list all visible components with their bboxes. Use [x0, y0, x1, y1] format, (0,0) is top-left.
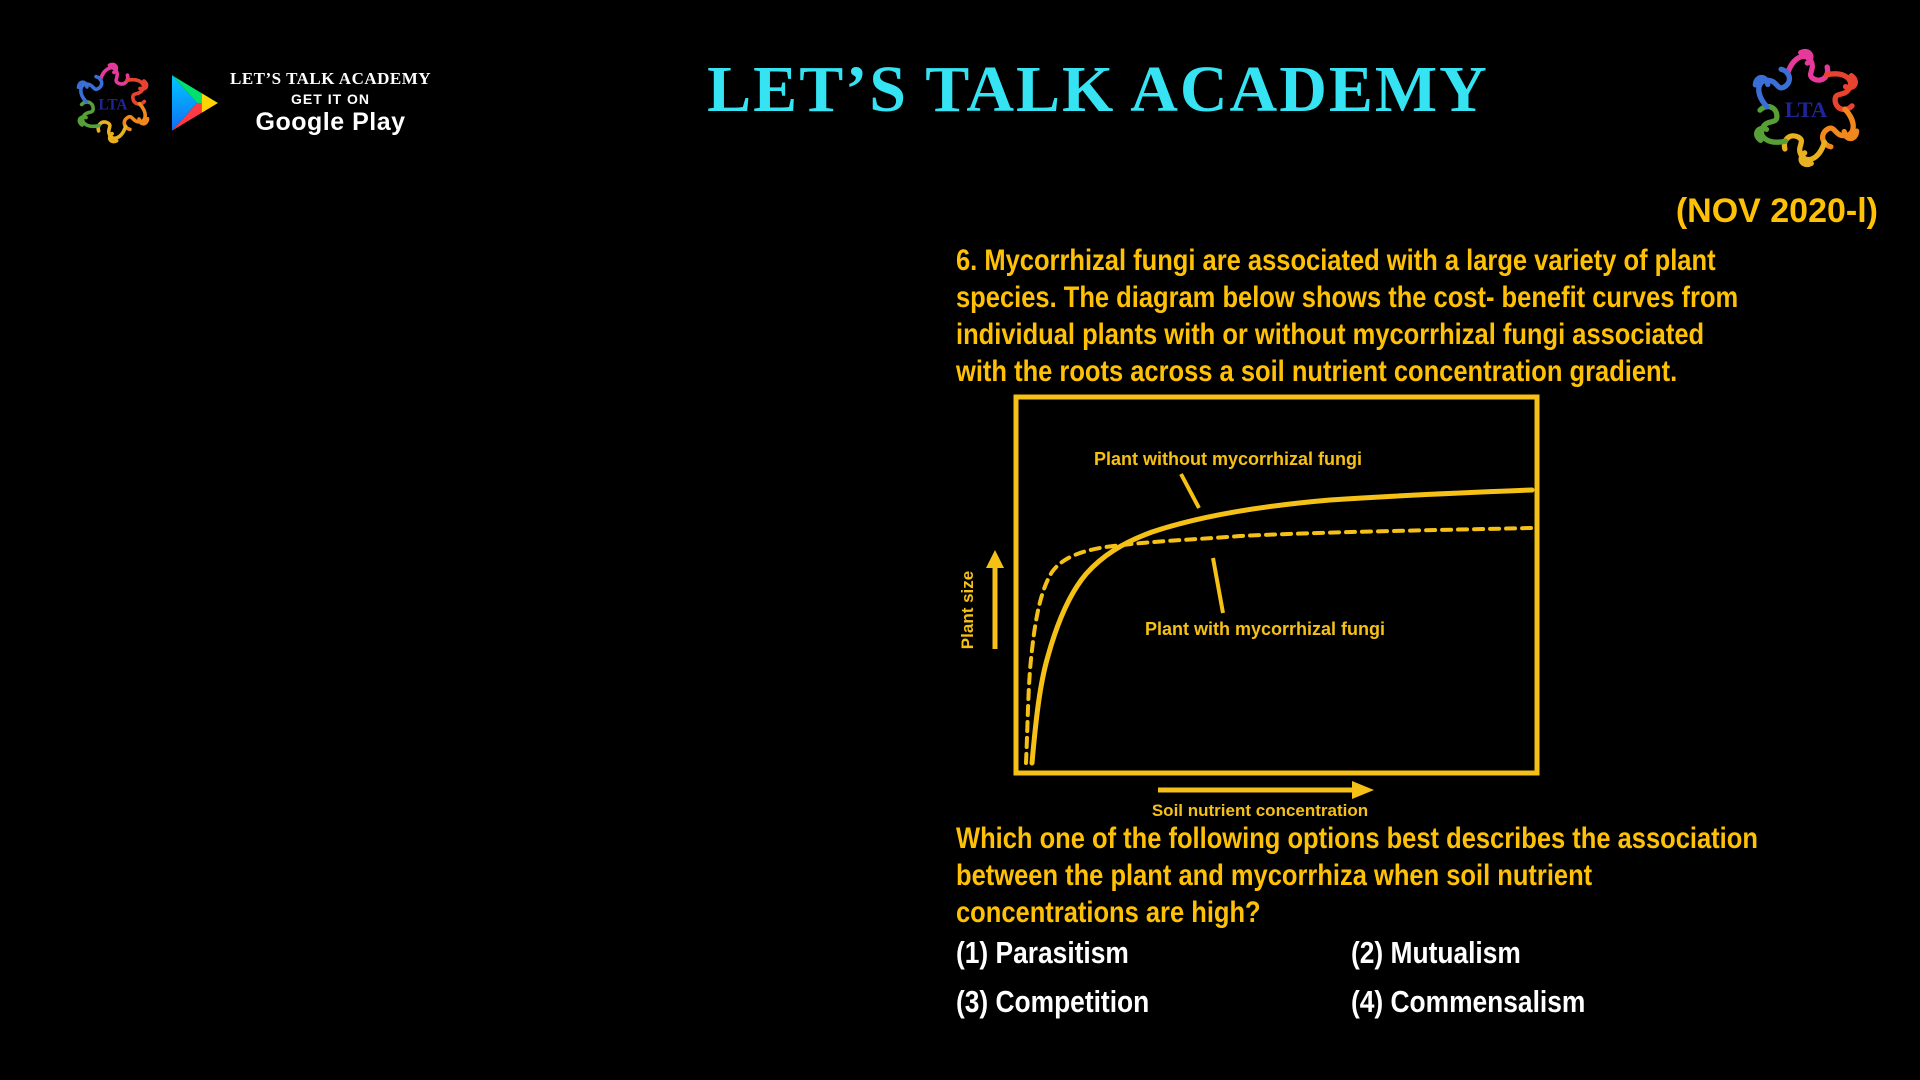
option-4: (4) Commensalism: [1351, 984, 1586, 1019]
option-1: (1) Parasitism: [956, 935, 1129, 970]
label-with-fungi: Plant with mycorrhizal fungi: [1145, 619, 1385, 639]
options-grid: (1) Parasitism (2) Mutualism (3) Competi…: [956, 934, 1627, 1021]
google-play-badge[interactable]: LET’S TALK ACADEMY GET IT ON Google Play: [68, 58, 431, 148]
y-axis-label: Plant size: [958, 571, 977, 649]
option-3: (3) Competition: [956, 984, 1150, 1019]
x-axis-arrowhead: [1352, 781, 1374, 799]
question-line: 6. Mycorrhizal fungi are associated with…: [956, 244, 1716, 277]
curve-without-fungi: [1029, 487, 1535, 766]
badge-store-name: Google Play: [255, 108, 406, 136]
prompt-line: Which one of the following options best …: [956, 822, 1758, 855]
badge-brand-text: LET’S TALK ACADEMY: [230, 69, 432, 88]
question-text: 6. Mycorrhizal fungi are associated with…: [956, 242, 1876, 390]
pointer-line-without: [1179, 473, 1201, 509]
cost-benefit-chart: Plant without mycorrhizal fungi Plant wi…: [958, 394, 1540, 820]
lta-logo-icon-right: [1740, 42, 1872, 174]
option-2: (2) Mutualism: [1351, 935, 1521, 970]
badge-get-it-on: GET IT ON: [291, 91, 371, 107]
prompt-line: between the plant and mycorrhiza when so…: [956, 859, 1593, 892]
question-line: with the roots across a soil nutrient co…: [956, 355, 1678, 388]
question-line: species. The diagram below shows the cos…: [956, 281, 1739, 314]
google-play-icon: [172, 75, 218, 131]
question-line: individual plants with or without mycorr…: [956, 318, 1705, 351]
question-prompt: Which one of the following options best …: [956, 820, 1899, 931]
prompt-line: concentrations are high?: [956, 896, 1261, 929]
exam-session-tag: (NOV 2020-l): [1675, 192, 1878, 230]
pointer-line-with: [1211, 557, 1225, 614]
x-axis-label: Soil nutrient concentration: [1152, 801, 1368, 820]
label-without-fungi: Plant without mycorrhizal fungi: [1094, 449, 1362, 469]
y-axis-arrowhead: [986, 550, 1004, 568]
curve-with-fungi: [1024, 526, 1534, 765]
lta-logo-icon: [68, 58, 158, 148]
plot-box: [1013, 394, 1540, 776]
page-title: LET’S TALK ACADEMY: [707, 53, 1489, 126]
